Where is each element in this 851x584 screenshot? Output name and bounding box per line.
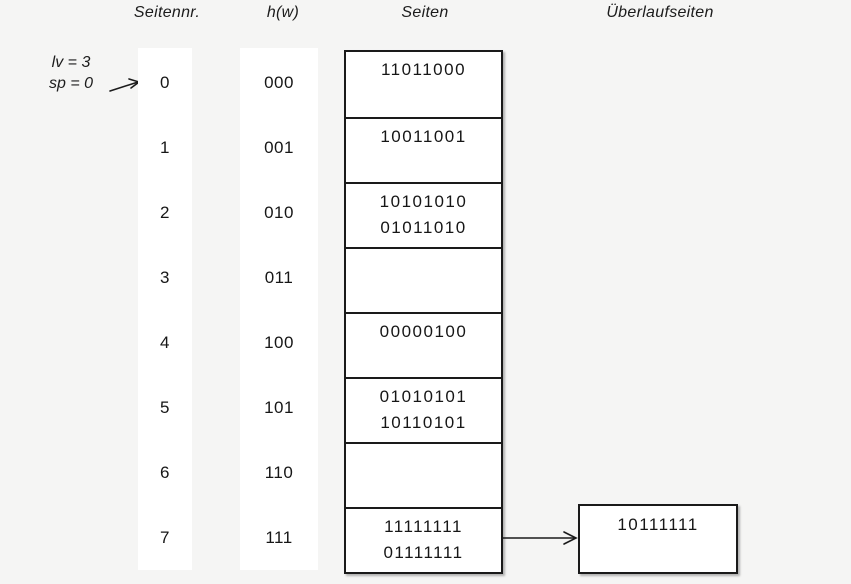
record-value: 01010101 — [379, 387, 468, 406]
page-cell-1: 10011001 — [346, 117, 501, 182]
page-number: 2 — [160, 202, 170, 222]
record-value: 10101010 — [379, 192, 468, 211]
hash-value: 100 — [264, 332, 294, 352]
hash-value: 000 — [264, 72, 294, 92]
pageno-column: 0 1 2 3 4 5 6 7 — [138, 50, 192, 570]
overflow-page-box: 10111111 — [578, 504, 738, 574]
hash-value: 101 — [264, 397, 294, 417]
page-number: 5 — [160, 397, 170, 417]
page-number: 4 — [160, 332, 170, 352]
record-value: 00000100 — [379, 322, 468, 341]
hash-value: 001 — [264, 137, 294, 157]
state-annotation: lv = 3 sp = 0 — [36, 52, 106, 94]
page-number: 6 — [160, 462, 170, 482]
split-pointer-value: sp = 0 — [48, 75, 94, 92]
page-cell-7: 11111111 01111111 — [346, 507, 501, 572]
page-number: 7 — [160, 527, 170, 547]
record-value: 11111111 — [384, 517, 463, 536]
hash-value: 111 — [265, 527, 293, 547]
page-cell-5: 01010101 10110101 — [346, 377, 501, 442]
page-cell-6 — [346, 442, 501, 507]
record-value: 01111111 — [383, 543, 464, 562]
record-value: 01011010 — [380, 218, 467, 237]
page-cell-2: 10101010 01011010 — [346, 182, 501, 247]
header-ueberlaufseiten: Überlaufseiten — [606, 4, 714, 21]
header-seitennr: Seitennr. — [133, 4, 201, 21]
page-number: 0 — [160, 72, 170, 92]
overflow-link-arrow-icon — [501, 531, 578, 545]
page-cell-4: 00000100 — [346, 312, 501, 377]
header-seiten: Seiten — [401, 4, 449, 21]
pageno-column-background — [138, 48, 192, 570]
hash-column-background — [240, 48, 318, 570]
page-number: 1 — [160, 137, 170, 157]
hash-value: 010 — [264, 202, 294, 222]
pages-box: 11011000 10011001 10101010 01011010 0000… — [344, 50, 503, 574]
hash-column: 000 001 010 011 100 101 110 111 — [240, 50, 318, 570]
page-number: 3 — [160, 267, 170, 287]
page-cell-0: 11011000 — [346, 52, 501, 117]
overflow-record-value: 10111111 — [617, 515, 699, 534]
record-value: 10011001 — [380, 127, 467, 146]
record-value: 10110101 — [380, 413, 467, 432]
hash-value: 011 — [264, 267, 294, 287]
page-cell-3 — [346, 247, 501, 312]
record-value: 11011000 — [380, 60, 467, 79]
level-value: lv = 3 — [51, 54, 91, 71]
header-hw: h(w) — [266, 4, 300, 21]
hash-value: 110 — [264, 462, 294, 482]
